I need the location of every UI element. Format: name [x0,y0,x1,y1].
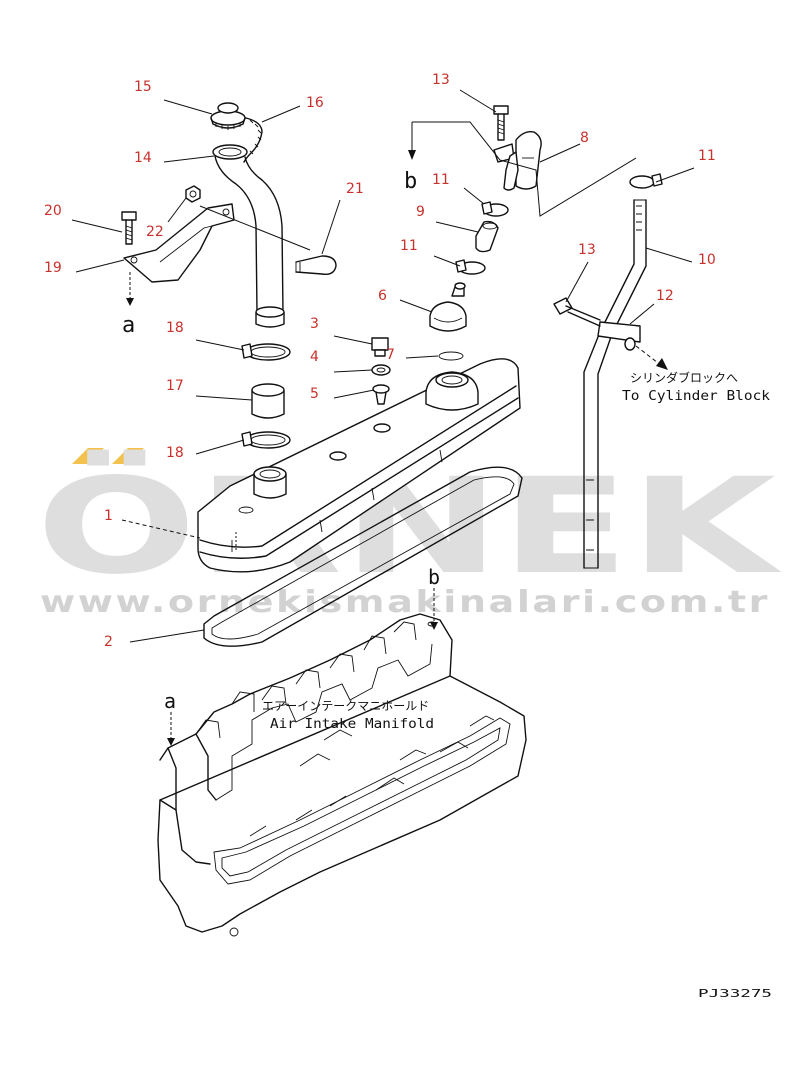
callout-labels: 15 16 14 21 20 22 19 18 17 18 1 2 3 4 5 … [44,72,716,650]
reference-b-line [408,121,637,217]
callout-11-a: 11 [432,172,450,188]
bolt-20 [121,211,137,245]
sleeve-5 [372,384,390,405]
callout-11-c: 11 [698,148,716,164]
gasket [203,466,523,647]
annotation-air-intake-jp: エアーインテークマニホールド [262,699,429,713]
ref-b-top: b [404,169,417,194]
watermark-url: www.ornekismakinalari.com.tr [40,585,770,620]
hose-clamp-upper [241,343,291,361]
callout-13-upper: 13 [432,72,450,88]
callout-15: 15 [134,79,152,95]
plug-3 [371,337,389,357]
filler-cap [210,102,246,130]
callout-7: 7 [386,347,395,363]
breather-pipe-8 [493,130,542,191]
washer-4 [371,364,391,376]
callout-2: 2 [104,634,113,650]
callout-3: 3 [310,316,319,332]
annotation-cylinder-block-en: To Cylinder Block [622,389,770,404]
hose-9 [475,220,499,253]
clamp-11-a [481,201,509,217]
cylinder-block-arrow [635,345,668,370]
callout-19: 19 [44,260,62,276]
annotations: シリンダブロックへ To Cylinder Block エアーインテークマニホー… [262,370,770,732]
callout-16: 16 [306,95,324,111]
callout-17: 17 [166,378,184,394]
clamp-11-b [455,259,486,275]
callout-22: 22 [146,224,164,240]
o-ring-7 [438,351,464,361]
callout-18-upper: 18 [166,320,184,336]
breather-6 [429,282,467,332]
annotation-cylinder-block-jp: シリンダブロックへ [630,370,738,385]
ref-a-engine: a [164,689,176,713]
bolt-13-upper [493,105,509,141]
callout-8: 8 [580,130,589,146]
ref-b-engine: b [428,565,440,589]
callout-10: 10 [698,252,716,268]
callout-21: 21 [346,181,364,197]
drawing-code: PJ33275 [698,987,772,1000]
filler-tube [212,144,285,328]
reference-b-engine [430,588,438,630]
callout-9: 9 [416,204,425,220]
nut-22 [185,185,201,203]
bolt-13-lower [553,297,601,327]
callout-13-lower: 13 [578,242,596,258]
annotation-air-intake-en: Air Intake Manifold [270,717,434,732]
clamp-11-c [629,173,663,189]
engine-head [157,613,527,937]
ref-a-bracket: a [122,313,135,338]
reference-letters: b a b a [122,169,440,713]
reference-a-engine [167,712,175,746]
leader-lines [71,89,695,643]
hose-17 [251,383,285,419]
cap-tether-chain [243,117,263,163]
callout-20: 20 [44,203,62,219]
hose-clamp-lower [241,431,291,449]
callout-12: 12 [656,288,674,304]
bracket [123,203,235,283]
watermark-accent-mark [72,448,104,464]
rocker-cover [197,358,521,573]
watermark-accent-mark [112,448,144,464]
callout-14: 14 [134,150,152,166]
clip-21 [199,205,337,276]
callout-5: 5 [310,386,319,402]
callout-6: 6 [378,288,387,304]
callout-18-lower: 18 [166,445,184,461]
callout-1: 1 [104,508,113,524]
callout-4: 4 [310,349,319,365]
callout-11-b: 11 [400,238,418,254]
reference-a-bracket [126,272,134,306]
tube-clip-12 [597,321,641,351]
